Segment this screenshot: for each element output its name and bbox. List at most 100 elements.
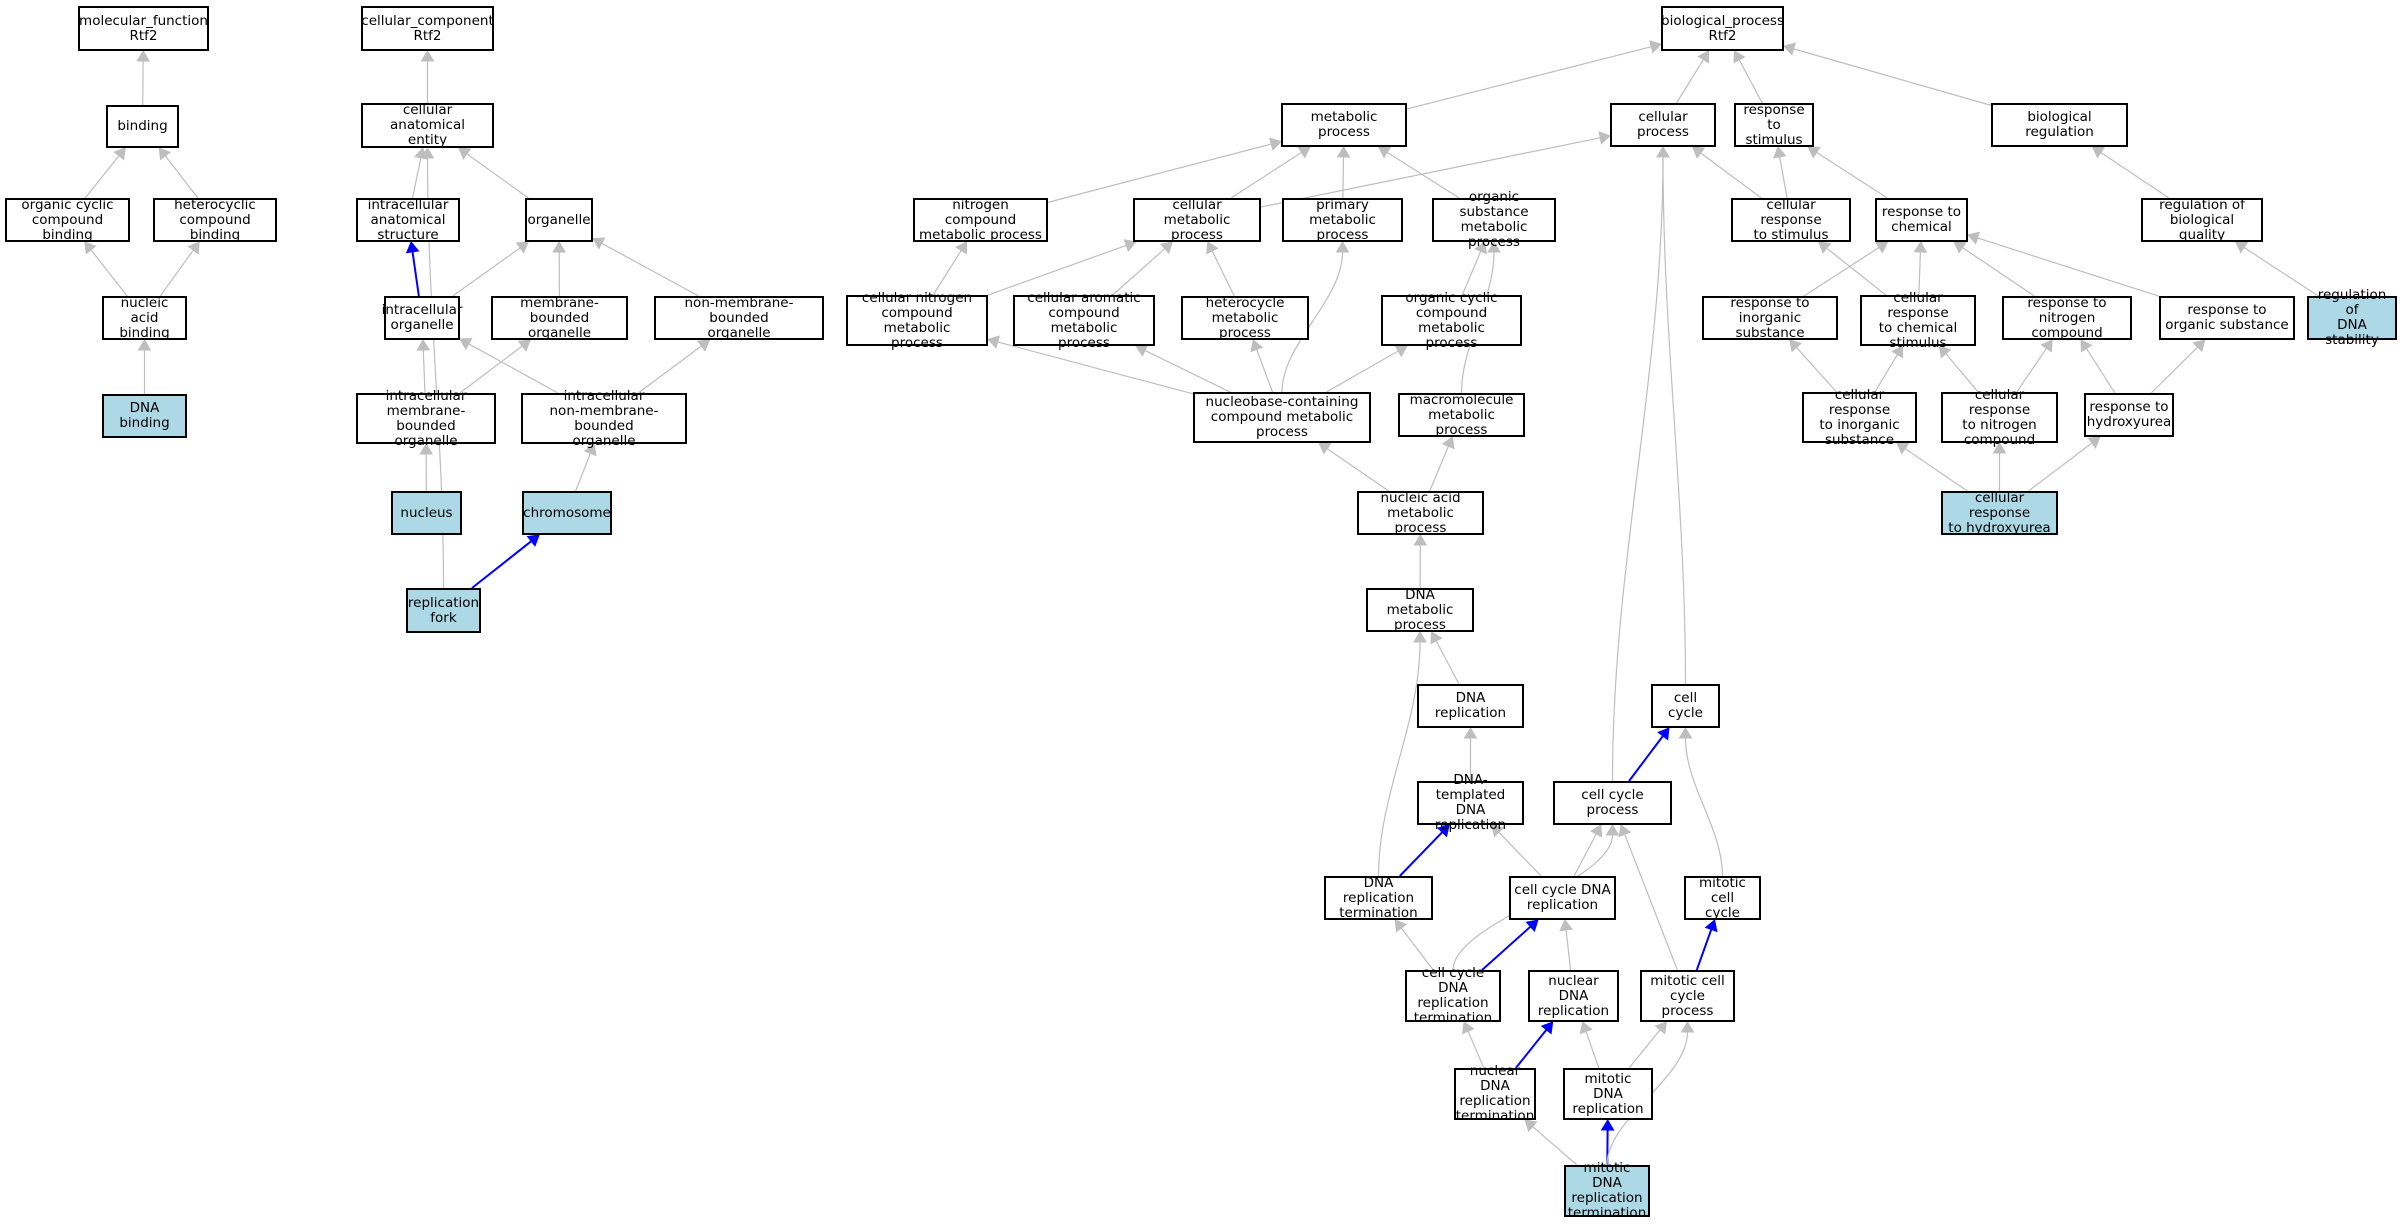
go-term-mmp[interactable]: macromolecule metabolic process (1398, 392, 1525, 437)
arrowhead-mdrt-to-ndrt (1524, 1119, 1538, 1133)
arrowhead-nab-to-hcb (187, 241, 200, 255)
arrowhead-cncmp-to-cmp (1123, 239, 1137, 253)
arrowhead-dnarep-to-dnamp (1430, 631, 1443, 645)
arrowhead-binding-to-mf (136, 50, 151, 62)
arrowhead-mdr-to-ndr (1579, 1021, 1593, 1035)
go-term-crs[interactable]: cellular response to stimulus (1731, 197, 1851, 242)
go-term-ndrt[interactable]: nuclear DNA replication termination (1454, 1063, 1536, 1124)
go-term-io[interactable]: intracellular organelle (382, 296, 462, 340)
go-term-dnarep[interactable]: DNA replication (1417, 684, 1524, 728)
go-term-organelle[interactable]: organelle (525, 198, 593, 242)
go-term-mdr[interactable]: mitotic DNA replication (1563, 1068, 1653, 1120)
go-term-mdrt[interactable]: mitotic DNA replication termination (1564, 1161, 1650, 1221)
arrowhead-cris-to-crcs (1891, 345, 1904, 359)
go-term-ndr[interactable]: nuclear DNA replication (1528, 970, 1619, 1022)
go-term-dtdr[interactable]: DNA-templated DNA replication (1417, 773, 1524, 833)
arrowhead-namp-to-mmp (1441, 436, 1455, 450)
arrowhead-namp-to-nccmp (1318, 442, 1332, 455)
go-term-dnamp[interactable]: DNA metabolic process (1366, 587, 1474, 632)
go-term-crh[interactable]: cellular response to hydroxyurea (1941, 490, 2058, 535)
arrowhead-mbo-to-organelle (552, 241, 567, 253)
arrowhead-nccmp-to-hmp (1250, 339, 1264, 353)
arrowhead-inmbo-to-nmbo (696, 339, 711, 352)
go-term-occmp[interactable]: organic cyclic compound metabolic proces… (1381, 290, 1522, 350)
go-term-osmp[interactable]: organic substance metabolic process (1432, 190, 1556, 250)
go-term-dnab[interactable]: DNA binding (102, 394, 187, 438)
go-term-mccp[interactable]: mitotic cell cycle process (1640, 970, 1735, 1022)
arrowhead-rtnc-to-rtc (1953, 241, 1967, 254)
go-term-rts[interactable]: response to stimulus (1734, 102, 1814, 147)
go-term-hcb[interactable]: heterocyclic compound binding (153, 197, 277, 242)
edge-cmp-to-metab (1230, 151, 1302, 199)
go-term-cmp[interactable]: cellular metabolic process (1133, 197, 1261, 242)
edge-cmp-to-cellp (1260, 137, 1601, 208)
arrowhead-ndr-to-ccdr (1559, 919, 1573, 932)
edge-rbq-to-breg (2100, 152, 2170, 199)
go-term-rbq[interactable]: regulation of biological quality (2141, 197, 2263, 242)
go-term-metab[interactable]: metabolic process (1281, 103, 1407, 147)
go-term-cncmp[interactable]: cellular nitrogen compound metabolic pro… (846, 290, 988, 350)
go-term-nccmp[interactable]: nucleobase-containing compound metabolic… (1193, 392, 1371, 443)
go-term-inmbo[interactable]: intracellular non-membrane-bounded organ… (521, 388, 687, 448)
go-term-rtc[interactable]: response to chemical (1875, 198, 1968, 242)
go-term-pmp[interactable]: primary metabolic process (1282, 197, 1403, 242)
go-term-cae[interactable]: cellular anatomical entity (361, 103, 494, 148)
arrowhead-inmbo-to-io (459, 338, 473, 351)
arrowhead-crcs-to-rtc (1913, 241, 1928, 253)
go-term-cc[interactable]: cellular_component Rtf2 (361, 6, 494, 51)
go-term-ccp[interactable]: cell cycle process (1553, 781, 1672, 825)
arrowhead-imbo-to-mbo (517, 339, 532, 352)
go-term-cris[interactable]: cellular response to inorganic substance (1802, 387, 1917, 447)
go-term-namp[interactable]: nucleic acid metabolic process (1357, 490, 1484, 535)
arrowhead-rbq-to-breg (2091, 146, 2106, 159)
edge-crcs-to-crs (1826, 247, 1887, 296)
edge-hmp-to-cmp (1211, 250, 1235, 297)
go-term-rfork[interactable]: replication fork (406, 588, 481, 633)
arrowhead-rtis-to-rtc (1874, 241, 1889, 254)
go-term-ocb[interactable]: organic cyclic compound binding (5, 197, 130, 242)
go-term-rds[interactable]: regulation of DNA stability (2307, 288, 2397, 348)
edge-nab-to-hcb (159, 249, 194, 297)
go-term-mbo[interactable]: membrane-bounded organelle (491, 295, 628, 340)
edge-cellp-to-bp (1676, 59, 1704, 104)
edge-rts-to-bp (1738, 59, 1763, 104)
arrowhead-hmp-to-cmp (1206, 241, 1219, 255)
go-term-ccdrt[interactable]: cell cycle DNA replication termination (1405, 966, 1501, 1026)
go-term-rtos[interactable]: response to organic substance (2159, 296, 2295, 340)
go-term-nab[interactable]: nucleic acid binding (102, 295, 187, 340)
edge-rtis-to-rtc (1803, 246, 1880, 297)
edge-imbo-to-io (422, 349, 426, 394)
arrowhead-mmp-to-osmp (1487, 241, 1501, 253)
arrowhead-dnab-to-nab (137, 339, 152, 351)
go-term-bp[interactable]: biological_process Rtf2 (1661, 6, 1784, 51)
go-term-cacmp[interactable]: cellular aromatic compound metabolic pro… (1013, 290, 1155, 350)
edge-drt-to-dnamp (1377, 641, 1421, 877)
go-term-ncmp[interactable]: nitrogen compound metabolic process (913, 197, 1048, 242)
edge-inmbo-to-io (468, 343, 559, 394)
arrowhead-mdrt-to-mdr (1600, 1119, 1615, 1131)
go-term-imbo[interactable]: intracellular membrane-bounded organelle (356, 388, 496, 448)
go-term-binding[interactable]: binding (106, 105, 179, 148)
go-term-rtis[interactable]: response to inorganic substance (1702, 295, 1838, 340)
go-term-hmp[interactable]: heterocycle metabolic process (1181, 295, 1309, 340)
go-term-breg[interactable]: biological regulation (1991, 103, 2128, 147)
go-term-rtnc[interactable]: response to nitrogen compound (2002, 295, 2132, 340)
go-term-nmbo[interactable]: non-membrane-bounded organelle (654, 295, 824, 340)
go-term-chromosome[interactable]: chromosome (522, 491, 612, 535)
go-term-mf[interactable]: molecular_function Rtf2 (78, 6, 209, 51)
go-term-crcs[interactable]: cellular response to chemical stimulus (1860, 290, 1976, 350)
arrowhead-ocb-to-binding (113, 147, 126, 161)
edge-ocb-to-binding (84, 155, 120, 199)
go-term-nucleus[interactable]: nucleus (391, 491, 462, 535)
go-term-rth[interactable]: response to hydroxyurea (2084, 393, 2174, 437)
arrowhead-ccdrt-to-drt (1394, 919, 1408, 933)
go-term-drt[interactable]: DNA replication termination (1324, 875, 1433, 920)
go-term-cellcycle[interactable]: cell cycle (1651, 684, 1720, 728)
go-term-cellp[interactable]: cellular process (1610, 103, 1716, 147)
go-term-mcc[interactable]: mitotic cell cycle (1684, 875, 1761, 920)
go-term-crnc[interactable]: cellular response to nitrogen compound (1941, 387, 2058, 447)
go-term-ccdr[interactable]: cell cycle DNA replication (1509, 876, 1616, 920)
edge-cncmp-to-cmp (987, 244, 1127, 296)
go-term-ias[interactable]: intracellular anatomical structure (356, 197, 460, 242)
